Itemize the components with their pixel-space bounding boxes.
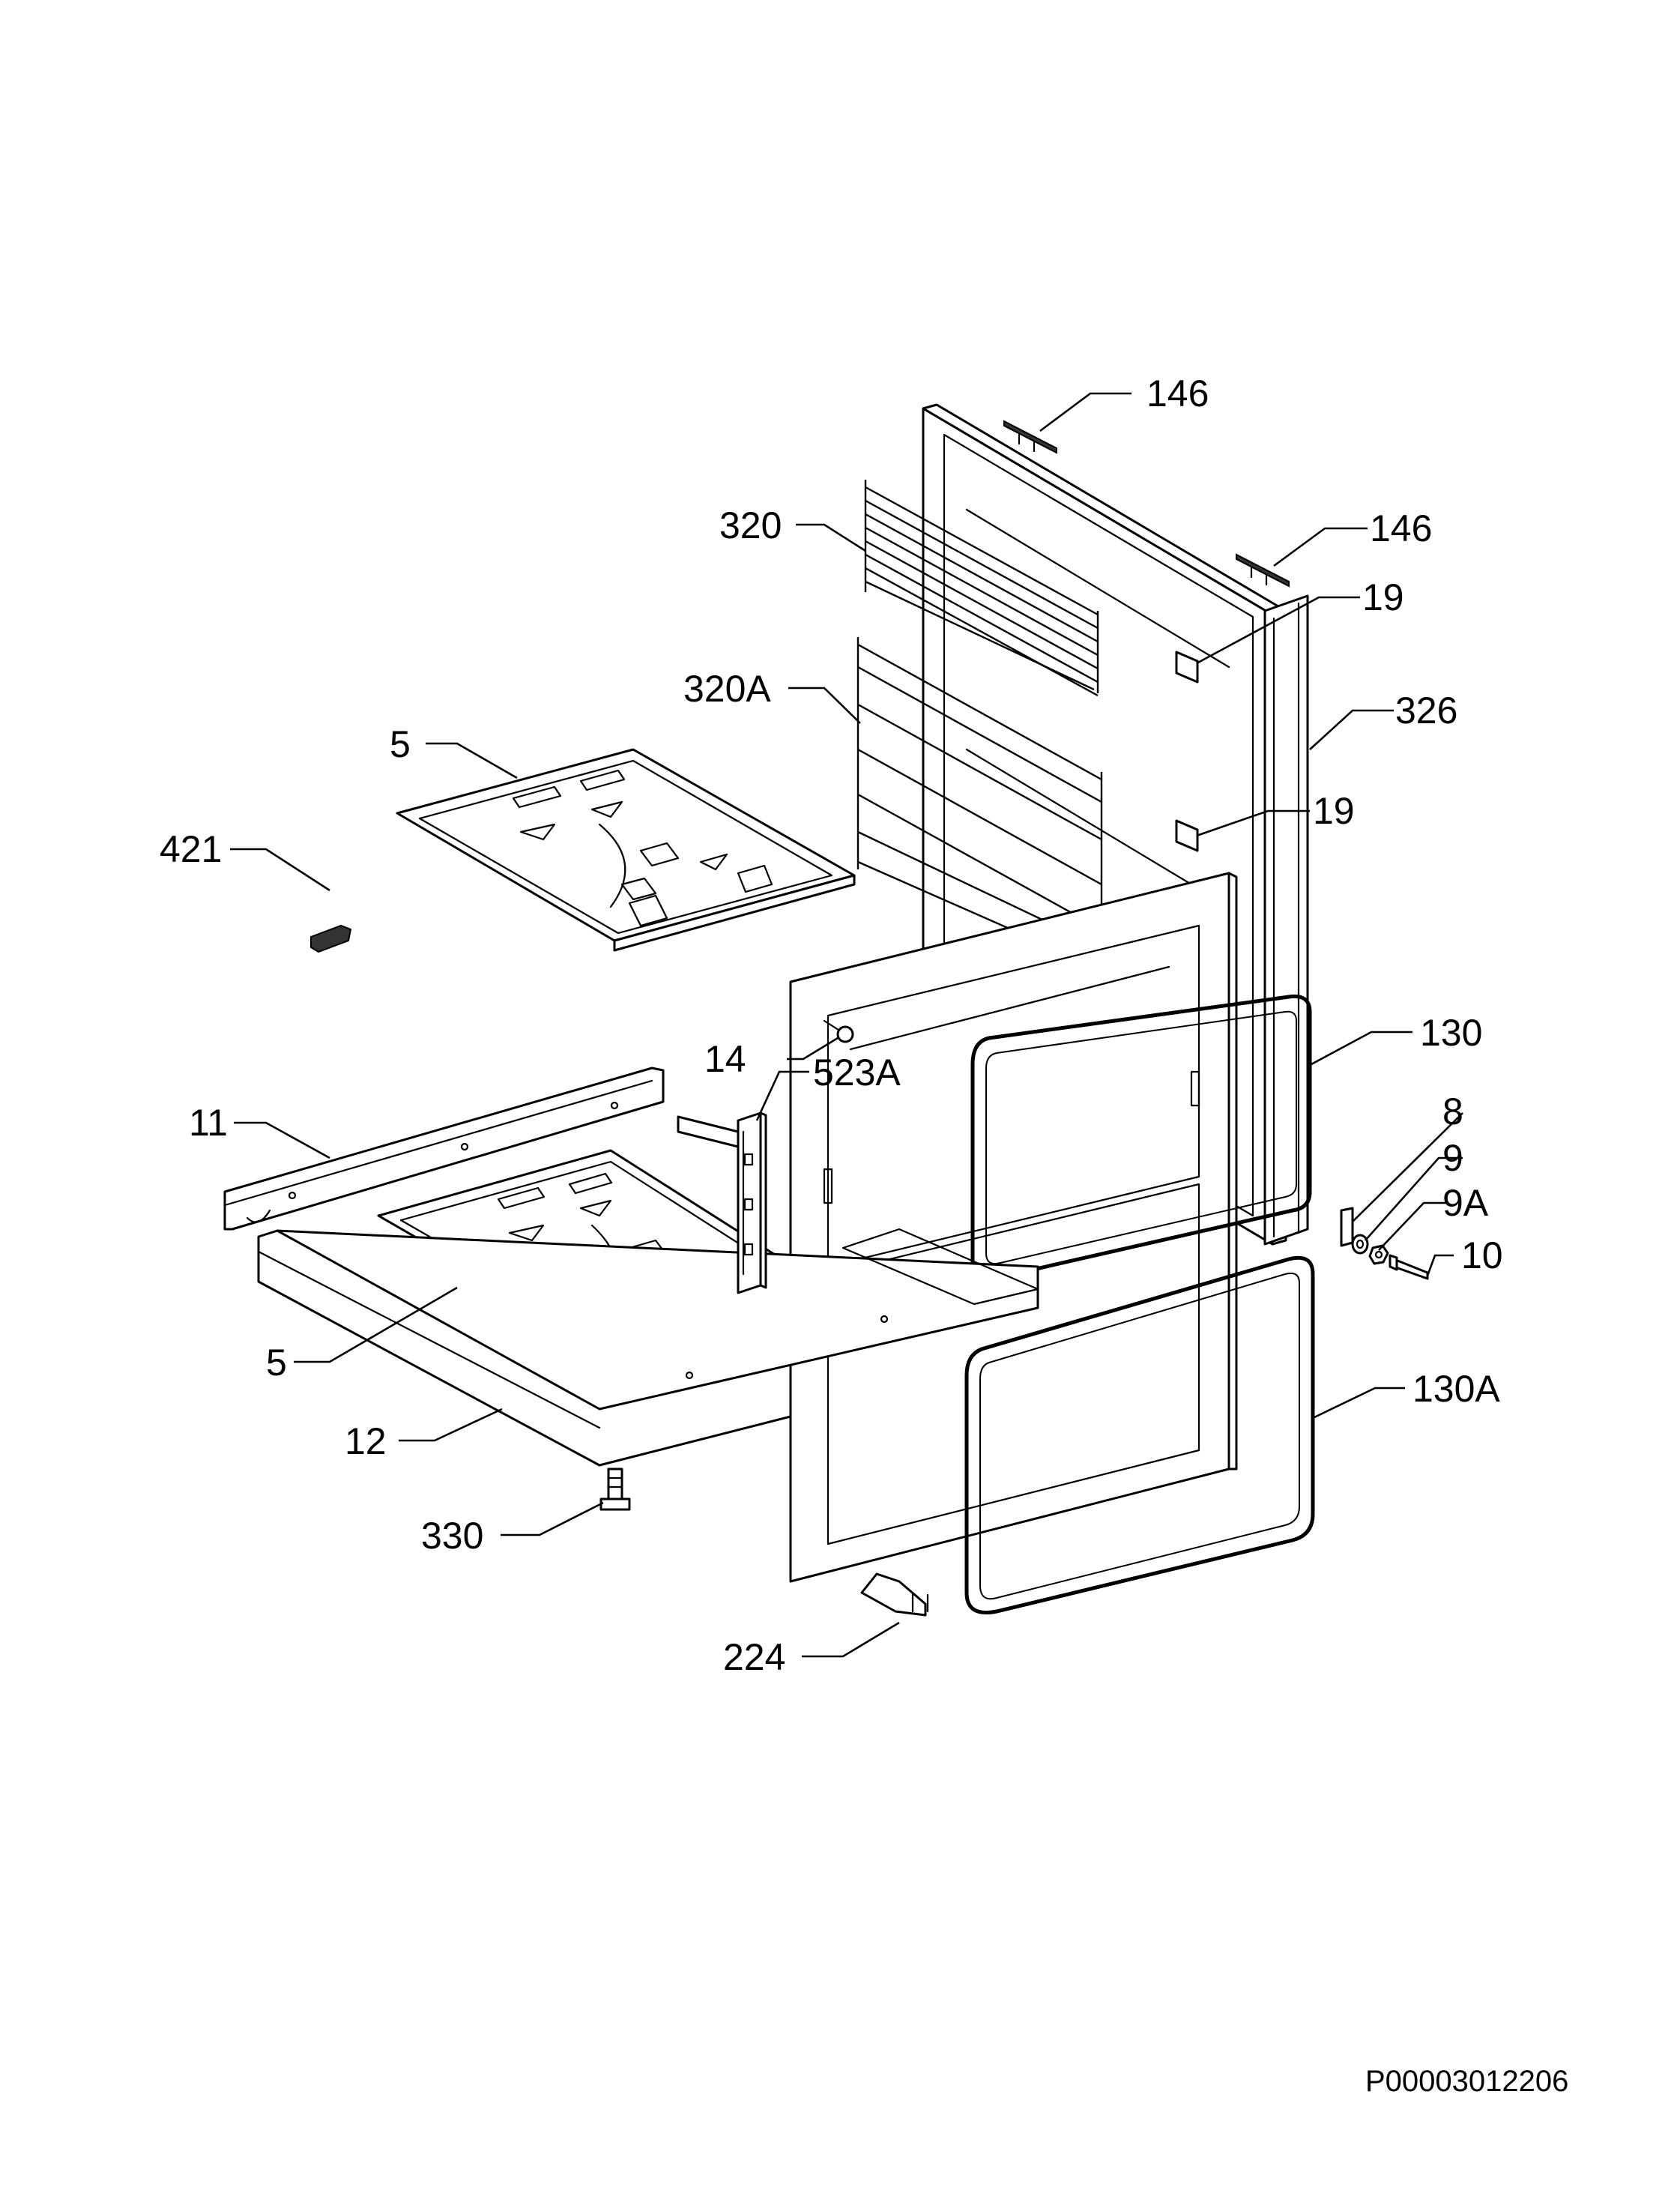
callout-5-top: 5 (390, 723, 411, 765)
callout-14: 14 (704, 1038, 746, 1080)
callout-5-bottom: 5 (266, 1342, 287, 1384)
clip-19-top (1175, 651, 1199, 684)
door-gasket-130a (964, 1255, 1315, 1615)
hinge-146-top (1003, 420, 1057, 454)
front-frame-part (789, 872, 1238, 1583)
handle-421 (310, 924, 352, 953)
callout-9: 9 (1442, 1137, 1463, 1179)
callout-19-bottom: 19 (1313, 790, 1355, 832)
bolt-10 (1389, 1254, 1429, 1280)
door-gasket-130 (970, 994, 1312, 1281)
clip-19-bottom (1175, 819, 1199, 852)
screw-14 (823, 1019, 854, 1043)
callout-224: 224 (723, 1636, 785, 1678)
callout-320: 320 (719, 504, 782, 546)
callout-146-right: 146 (1370, 507, 1432, 549)
shelf-guide-320a (856, 637, 1103, 961)
baking-tray-top (396, 748, 856, 952)
callout-11: 11 (189, 1102, 228, 1144)
reference-code: P00003012206 (1365, 2065, 1568, 2098)
callout-labels: 146 146 320 19 320A 326 5 19 421 130 14 … (160, 372, 1503, 1678)
leader-lines (230, 392, 1463, 1658)
callout-9a: 9A (1442, 1182, 1489, 1224)
callout-326: 326 (1395, 690, 1457, 732)
bracket-224 (860, 1572, 929, 1617)
callout-421: 421 (160, 828, 222, 870)
callout-320a: 320A (683, 668, 771, 710)
shelf-guide-320 (864, 480, 1099, 697)
callout-130a: 130A (1412, 1368, 1500, 1410)
callout-8: 8 (1442, 1091, 1463, 1132)
nut-9a (1368, 1244, 1389, 1265)
callout-330: 330 (421, 1515, 483, 1557)
foot-330 (599, 1468, 631, 1511)
callout-19-top: 19 (1362, 576, 1404, 618)
hinge-146-right (1236, 553, 1290, 588)
callout-523a: 523A (813, 1052, 901, 1094)
callout-146-top: 146 (1146, 372, 1209, 414)
front-rail-11 (223, 1067, 665, 1231)
bracket-523a (677, 1111, 767, 1294)
callout-12: 12 (345, 1420, 387, 1462)
callout-130: 130 (1420, 1012, 1482, 1054)
base-panel-12 (257, 1228, 1039, 1467)
small-part-8 (1340, 1207, 1354, 1247)
callout-10: 10 (1461, 1234, 1503, 1276)
washer-9 (1351, 1234, 1369, 1255)
